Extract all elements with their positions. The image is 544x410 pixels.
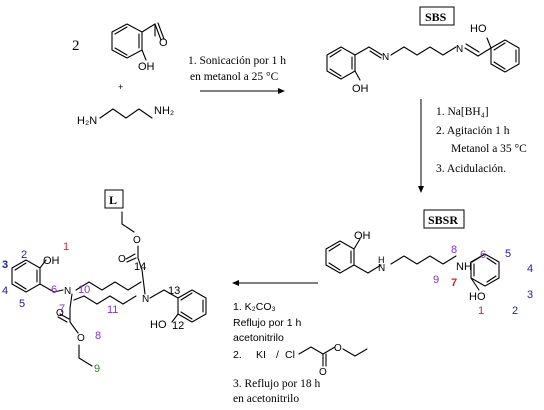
salicylaldehyde: 2 O OH: [72, 22, 168, 73]
num-2-sbsr: 2: [512, 305, 518, 317]
num-3-sbsr: 3: [527, 289, 533, 301]
step3-line7: en acetonitrilo: [233, 393, 299, 405]
num-2-ligand: 2: [21, 249, 27, 261]
atom-N-ligand-right: N: [142, 294, 149, 305]
num-10-ligand: 10: [78, 284, 90, 296]
num-7-sbsr: 7: [451, 277, 457, 289]
atom-O-ligand-left-ester: O: [77, 333, 85, 344]
arrowhead-2: [418, 186, 424, 193]
num-12-ligand: 12: [172, 320, 184, 332]
sbsr-label: SBSR: [428, 213, 458, 227]
atom-O-ligand-right-carbonyl: O: [118, 254, 126, 265]
atom-OH-left: OH: [352, 83, 369, 95]
step3-line1: 1. K₂CO₃: [233, 301, 276, 313]
num-9-sbsr: 9: [433, 274, 439, 286]
sbs-label: SBS: [425, 10, 447, 24]
step2-line4: 3. Acidulación.: [436, 163, 506, 175]
atom-N-right: N: [456, 44, 463, 55]
atom-OH: OH: [138, 61, 155, 73]
num-6-ligand: 6: [51, 284, 57, 296]
atom-O-chloroacetate-carbonyl: O: [319, 367, 327, 378]
num-5-sbsr: 5: [505, 248, 511, 260]
num-5-ligand: 5: [19, 298, 25, 310]
step2-line1: 1. Na[BH₄]: [436, 106, 489, 118]
plus-sign: +: [118, 82, 123, 92]
diaminobutane: H₂N NH₂: [77, 105, 174, 127]
num-4-ligand: 4: [2, 285, 8, 297]
atom-N-ligand-left: N: [64, 286, 71, 297]
num-13-ligand: 13: [168, 285, 180, 297]
num-1-sbsr: 1: [478, 305, 484, 317]
atom-O-ligand-right-ester: O: [133, 235, 141, 246]
atom-O-chloroacetate-ester: O: [334, 343, 342, 354]
num-4-sbsr: 4: [527, 263, 533, 275]
step1-line1: 1. Sonicación por 1 h: [188, 55, 286, 67]
stoichiometry-2: 2: [72, 38, 80, 54]
step2-line3: Metanol a 35 °C: [451, 143, 527, 155]
atom-OH-ligand-left: OH: [43, 255, 60, 267]
ligand-label: L: [109, 193, 117, 207]
reagent-KI: KI: [256, 349, 266, 361]
atom-NH-sbsr-right: NH: [456, 261, 472, 273]
step2-conditions: 1. Na[BH₄] 2. Agitación 1 h Metanol a 35…: [418, 99, 527, 193]
num-1-ligand: 1: [63, 241, 69, 253]
step3-line2: Reflujo por 1 h: [233, 317, 301, 329]
atom-N-sbsr-left: N: [378, 263, 385, 274]
atom-NH2: NH₂: [154, 105, 174, 117]
atom-HO-right: HO: [470, 23, 487, 35]
step2-line2: 2. Agitación 1 h: [436, 125, 510, 137]
step1-line2: en metanol a 25 °C: [190, 71, 279, 83]
num-9-ligand: 9: [94, 363, 100, 375]
ligand-label-box: [104, 189, 124, 209]
step3-conditions: 1. K₂CO₃ Reflujo por 1 h acetonitrilo 2.…: [232, 280, 368, 405]
sbsr-compound: SBSR OH H N NH HO 7 1 8 9 6 5 4 3 2: [325, 209, 533, 317]
atom-H2N: H₂N: [77, 115, 97, 127]
atom-O-ligand-left-carbonyl: O: [56, 308, 64, 319]
atom-O: O: [159, 37, 168, 49]
ligand-L: L OH N O O N O O: [2, 189, 207, 375]
num-11-ligand: 11: [107, 304, 118, 316]
num-14-ligand: 14: [134, 261, 146, 273]
num-6-sbsr: 6: [480, 249, 486, 261]
atom-H-left: H: [378, 255, 385, 265]
sbs-label-box: [419, 6, 455, 26]
num-8-ligand: 8: [95, 330, 101, 342]
sbsr-label-box: [423, 209, 465, 229]
atom-HO-sbsr-right: HO: [469, 291, 486, 303]
atom-Cl: Cl: [285, 349, 295, 361]
atom-N-left: N: [382, 52, 389, 63]
num-7-ligand: 7: [59, 303, 65, 315]
step3-slash: /: [276, 349, 279, 361]
atom-HO-ligand-right: HO: [150, 319, 167, 331]
arrowhead-1: [278, 88, 285, 94]
arrowhead-3: [232, 280, 239, 286]
sbs-compound: SBS N OH N HO: [326, 6, 520, 95]
step1-conditions: 1. Sonicación por 1 h en metanol a 25 °C: [188, 55, 286, 94]
num-8-sbsr: 8: [451, 244, 457, 256]
step3-line6: 3. Reflujo por 18 h: [233, 378, 320, 390]
step3-line3: acetonitrilo: [233, 332, 284, 344]
atom-OH-sbsr-left: OH: [354, 230, 371, 242]
num-3-ligand: 3: [2, 259, 8, 271]
step3-line4: 2.: [233, 349, 242, 361]
